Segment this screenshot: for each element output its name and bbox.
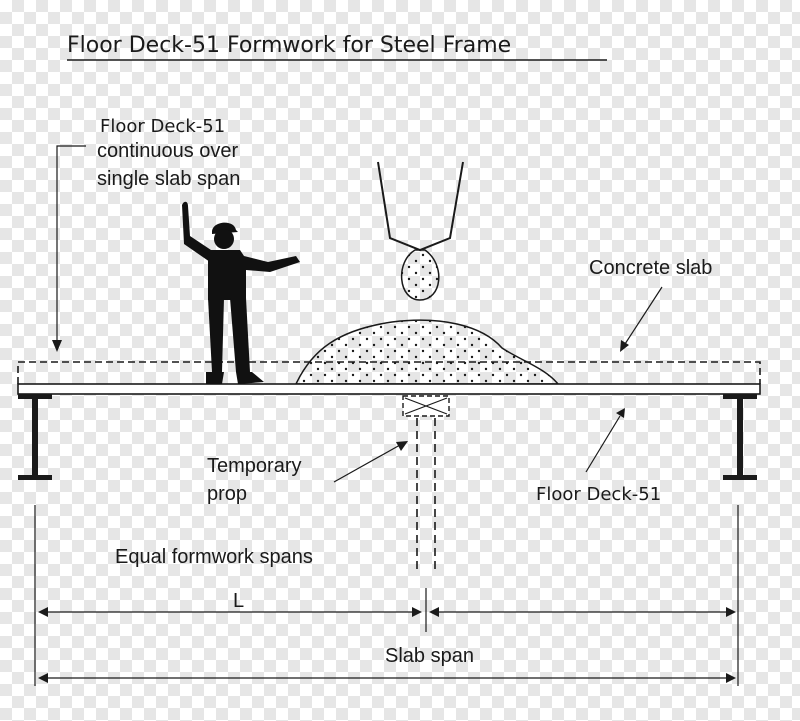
deck-callout-line2: continuous over — [97, 140, 239, 162]
temporary-prop-label-line1: Temporary — [207, 455, 301, 477]
dimension-L-right — [429, 607, 736, 617]
dimension-L-left — [38, 607, 422, 617]
temporary-prop-label-line2: prop — [207, 483, 247, 505]
deck-callout-line1: Floor Deck-51 — [100, 116, 225, 137]
worker-silhouette-icon — [182, 201, 300, 384]
concrete-slab-leader — [624, 286, 663, 345]
temporary-prop-head — [402, 395, 450, 417]
span-L-label: L — [233, 590, 244, 612]
steel-beam-left — [18, 394, 52, 480]
concrete-slab-label: Concrete slab — [589, 257, 712, 279]
concrete-pile — [294, 319, 560, 385]
floor-deck-arrowhead — [616, 408, 625, 418]
deck-callout-arrowhead — [52, 340, 62, 352]
steel-beam-right — [723, 394, 757, 480]
concrete-hopper — [377, 161, 464, 252]
concrete-slab-arrowhead — [620, 340, 629, 352]
floor-deck-leader — [585, 415, 621, 473]
deck-callout-line3: single slab span — [97, 168, 240, 190]
dimension-extension-lines — [34, 505, 739, 686]
concrete-slab-outline — [17, 361, 761, 384]
slab-span-label: Slab span — [385, 645, 474, 667]
floor-deck — [17, 383, 761, 395]
deck-callout-leader — [56, 145, 86, 345]
floor-deck-label: Floor Deck-51 — [536, 484, 661, 505]
diagram-title: Floor Deck-51 Formwork for Steel Frame — [67, 33, 511, 58]
concrete-drop-icon — [401, 249, 440, 301]
temporary-prop-arrowhead — [396, 441, 408, 451]
equal-spans-label: Equal formwork spans — [115, 546, 313, 568]
dimension-slab-span — [38, 673, 736, 683]
temporary-prop-leader — [333, 444, 401, 483]
temporary-prop-post — [416, 418, 436, 572]
